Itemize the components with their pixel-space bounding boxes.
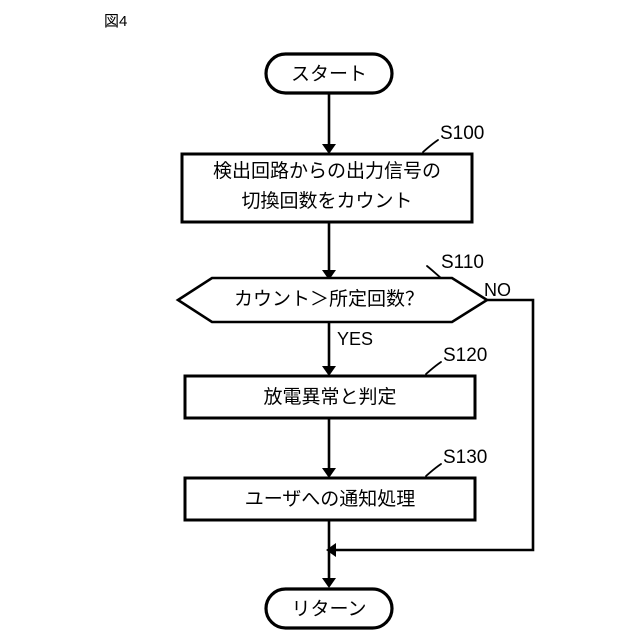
node-return: リターン	[264, 587, 394, 630]
s110-leader-line	[426, 265, 442, 279]
s130-step-label: S130	[443, 447, 487, 468]
s100-leader-line	[422, 139, 439, 153]
branch-label-yes: YES	[337, 329, 373, 349]
figure-number-label: 図4	[104, 13, 128, 30]
s120-shape	[183, 374, 477, 420]
connector-start-to-s100	[322, 93, 336, 154]
return-label: リターン	[291, 598, 366, 620]
s130-shape	[183, 476, 477, 522]
connector-s110-to-s120	[322, 322, 336, 376]
s120-step-label: S120	[443, 345, 487, 366]
connector-s130-to-return	[322, 520, 336, 588]
arrow-head-down	[322, 366, 336, 376]
connector-s120-to-s130	[322, 418, 336, 478]
s120-label: 放電異常と判定	[263, 386, 396, 408]
s110-step-label: S110	[441, 252, 484, 273]
s130-leader-line	[425, 463, 442, 477]
s100-label-line2: 切換回数をカウント	[241, 190, 412, 212]
arrow-head-left	[326, 543, 336, 557]
start-label: スタート	[291, 63, 367, 85]
s110-label: カウント＞所定回数？	[234, 288, 424, 310]
node-start: スタート	[264, 52, 394, 95]
node-s100: 検出回路からの出力信号の 切換回数をカウント S100	[180, 123, 484, 224]
s100-step-label: S100	[440, 123, 484, 144]
connector-s100-to-s110	[322, 222, 336, 280]
arrow-head-down	[322, 270, 336, 280]
s130-label: ユーザへの通知処理	[245, 488, 416, 510]
arrow-head-down	[322, 468, 336, 478]
branch-label-no: NO	[484, 280, 511, 300]
node-s110: カウント＞所定回数？ S110	[175, 252, 490, 324]
node-s130: ユーザへの通知処理 S130	[183, 447, 487, 522]
connector-no-branch	[326, 298, 535, 557]
no-branch-line	[336, 298, 535, 552]
arrow-head-down	[322, 144, 336, 154]
node-s120: 放電異常と判定 S120	[183, 345, 487, 420]
s100-label-line1: 検出回路からの出力信号の	[213, 160, 441, 182]
arrow-head-down	[322, 578, 336, 588]
return-shape	[264, 587, 394, 630]
s100-shape	[180, 152, 474, 224]
s120-leader-line	[425, 361, 442, 375]
